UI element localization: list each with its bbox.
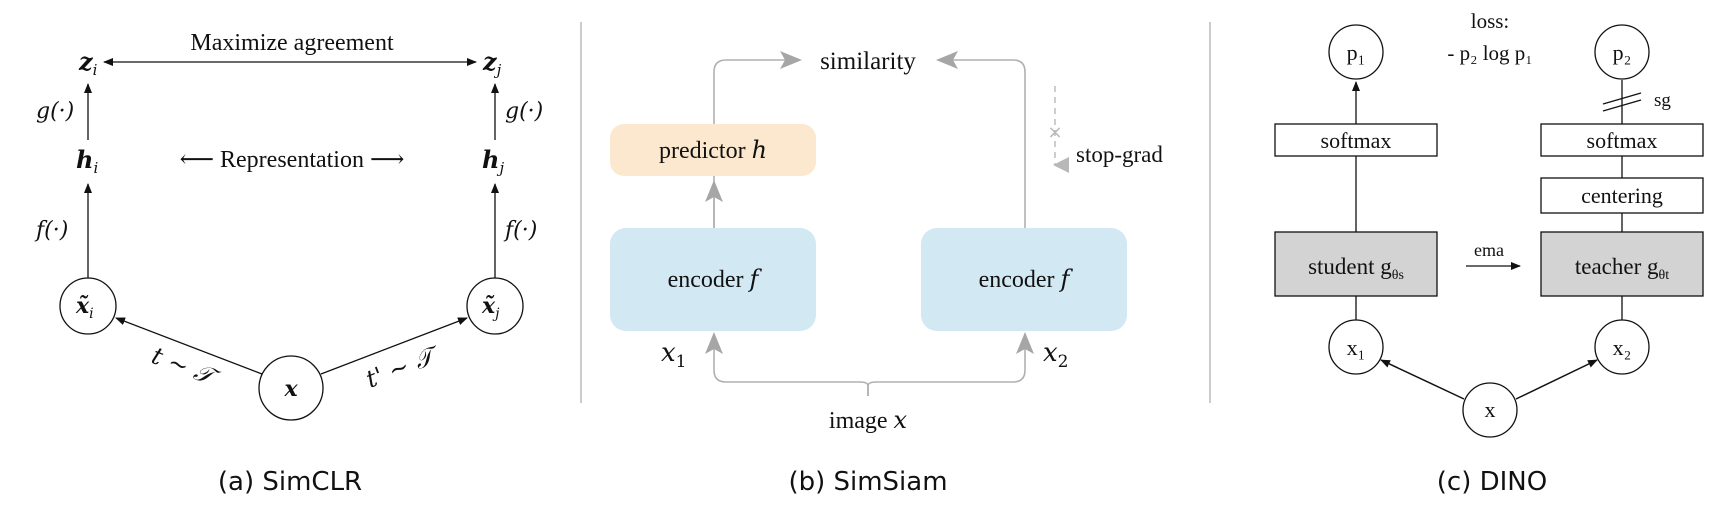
- x-tilde-j-circle: [466, 277, 524, 335]
- z-i-node: zi: [78, 47, 98, 79]
- x-circle: [258, 355, 324, 421]
- centering-label: centering: [1581, 183, 1663, 208]
- student-box: [1274, 231, 1438, 297]
- simclr-panel: Maximize agreement zi zj g(·) g(·) hi hj…: [34, 30, 543, 497]
- h-i-node: hi: [76, 145, 98, 177]
- dino-x2-label: x₂: [1613, 335, 1632, 360]
- x-tilde-i-label: x̃i: [75, 293, 94, 322]
- centering-box: [1540, 177, 1704, 214]
- stop-grad-cross-icon: ×: [1047, 122, 1062, 143]
- x-to-x1-arrow: [1380, 359, 1465, 400]
- loss-title: loss:: [1471, 9, 1510, 33]
- encoder-left-box: [610, 228, 816, 331]
- t-label-left: t ~ 𝒯: [148, 341, 224, 393]
- x-tilde-j-label: x̃j: [481, 293, 500, 322]
- sg-label: sg: [1654, 90, 1671, 111]
- x-to-x2-arrow: [1515, 359, 1598, 400]
- aug-arrow-left: [115, 317, 263, 375]
- dino-x1-circle: [1328, 319, 1384, 375]
- h-j-node: hj: [482, 145, 504, 177]
- p1-circle: [1328, 24, 1384, 80]
- z-j-node: zj: [482, 47, 502, 79]
- image-to-x2-path: [867, 332, 1034, 396]
- image-to-x1-path: [705, 332, 869, 396]
- softmax-right-box: [1540, 123, 1704, 157]
- softmax-right-label: softmax: [1587, 128, 1658, 153]
- g-label-right: g(·): [505, 99, 543, 124]
- x1-label: x1: [661, 338, 687, 372]
- simclr-caption: (a) SimCLR: [218, 467, 362, 497]
- encoder-right-box: [921, 228, 1127, 331]
- encoder-right-label: encoder f: [979, 265, 1074, 293]
- encoder-left-label: encoder f: [668, 265, 763, 293]
- f-label-left: f(·): [34, 218, 68, 243]
- x-label: x: [283, 376, 298, 402]
- dino-x-circle: [1462, 382, 1518, 438]
- teacher-label: teacher gθt: [1575, 254, 1669, 283]
- representation-label: ⟵ Representation ⟶: [180, 147, 405, 173]
- similarity-path-left: [713, 51, 802, 230]
- agreement-label: Maximize agreement: [190, 30, 394, 56]
- softmax-left-box: [1274, 123, 1438, 157]
- dino-x-label: x: [1485, 397, 1496, 422]
- predictor-box: [610, 124, 816, 176]
- image-label: image x: [829, 406, 908, 434]
- predictor-label: predictor h: [659, 136, 767, 164]
- similarity-label: similarity: [820, 48, 916, 75]
- dino-x1-label: x₁: [1347, 335, 1366, 360]
- f-label-right: f(·): [503, 218, 537, 243]
- dino-x2-circle: [1594, 319, 1650, 375]
- simsiam-panel: similarity predictor h encoder f encoder…: [610, 48, 1163, 497]
- x2-label: x2: [1043, 338, 1069, 372]
- x-tilde-i-circle: [59, 277, 117, 335]
- softmax-left-label: softmax: [1321, 128, 1392, 153]
- ema-label: ema: [1474, 240, 1504, 260]
- similarity-path-right: [936, 51, 1026, 230]
- stop-grad-label: stop-grad: [1076, 142, 1163, 167]
- loss-formula: - p₂ log p₁: [1447, 41, 1532, 65]
- p1-label: p₁: [1347, 40, 1366, 65]
- p2-label: p₂: [1613, 40, 1632, 65]
- p2-circle: [1594, 24, 1650, 80]
- dino-panel: loss: - p₂ log p₁ p₁ p₂ sg softmax softm…: [1274, 9, 1704, 497]
- t-label-right: t' ~ 𝒯: [362, 340, 444, 394]
- teacher-box: [1540, 231, 1704, 297]
- dino-caption: (c) DINO: [1437, 467, 1547, 497]
- student-label: student gθs: [1308, 254, 1404, 283]
- g-label-left: g(·): [36, 99, 74, 124]
- sg-slash-1: [1602, 92, 1642, 105]
- aug-arrow-right: [320, 317, 468, 375]
- sg-slash-2: [1602, 99, 1642, 112]
- simsiam-caption: (b) SimSiam: [788, 467, 947, 497]
